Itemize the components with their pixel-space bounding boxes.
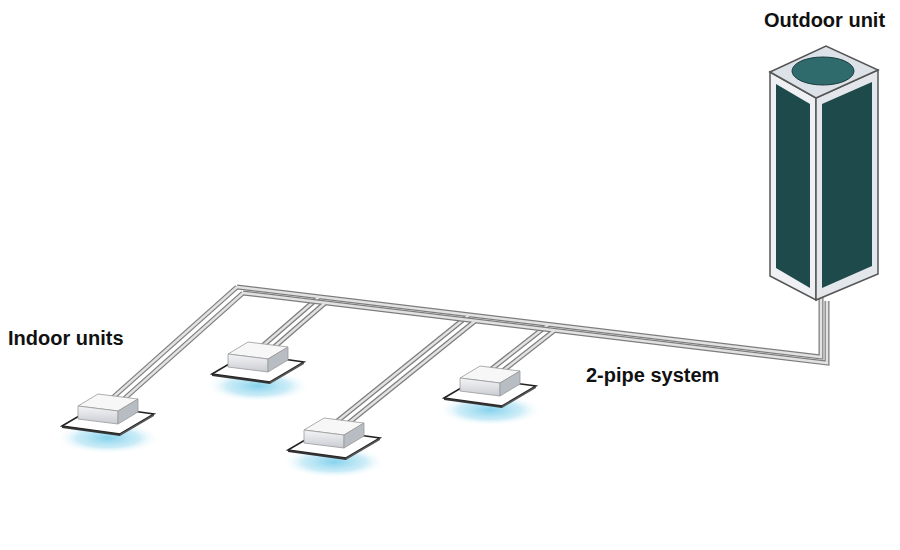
outdoor-unit	[770, 46, 878, 300]
indoor-unit	[282, 418, 386, 478]
indoor-label: Indoor units	[8, 326, 124, 350]
unit-label-box: Outdoor unit	[760, 6, 892, 34]
indoor-unit	[438, 366, 542, 426]
indoor-unit	[206, 342, 310, 402]
pipe-label: 2-pipe system	[586, 363, 719, 387]
refrigerant-pipe	[109, 287, 827, 429]
indoor-unit	[56, 394, 160, 454]
unit-name: Outdoor unit	[764, 8, 888, 32]
